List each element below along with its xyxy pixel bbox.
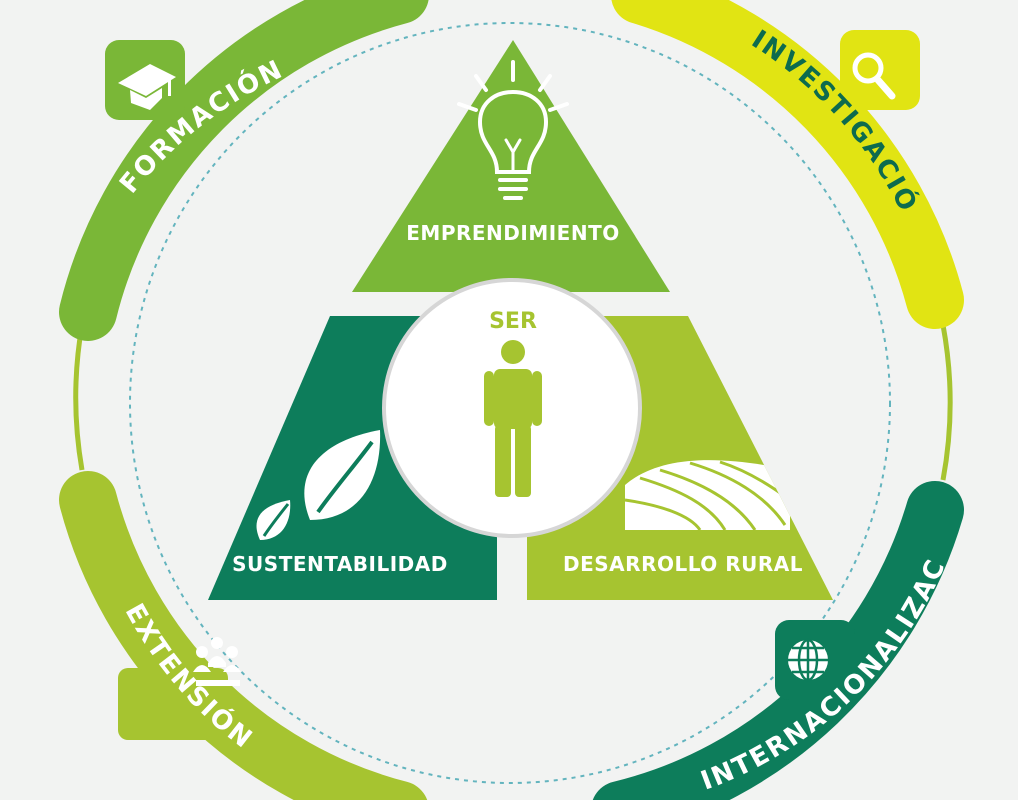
leaf-icon (256, 430, 381, 540)
desarrollo-rural-label: DESARROLLO RURAL (563, 552, 803, 576)
emprendimiento-label: EMPRENDIMIENTO (406, 221, 619, 245)
ser-label: SER (489, 309, 537, 334)
light-bulb-icon (457, 60, 569, 200)
globe-icon (788, 638, 828, 682)
farm-fields-icon (624, 460, 791, 531)
formacion-segment: FORMACIÓN (59, 0, 429, 341)
people-group-icon (193, 637, 241, 686)
person-icon (484, 340, 542, 497)
ser-center: SER (382, 278, 642, 538)
magnifier-icon (852, 52, 896, 100)
sustentabilidad-label: SUSTENTABILIDAD (232, 552, 448, 576)
emprendimiento-section: EMPRENDIMIENTO (352, 40, 670, 292)
dashed-ring (129, 22, 891, 784)
graduation-cap-icon (118, 64, 176, 110)
